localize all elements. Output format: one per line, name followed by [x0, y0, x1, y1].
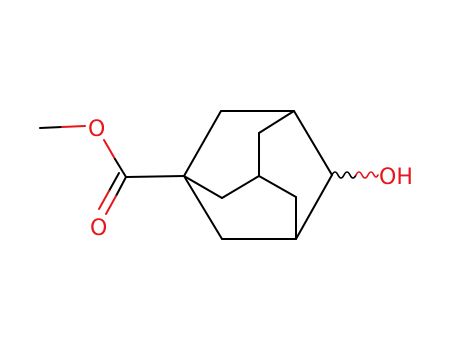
wavy-bond-black: [331, 171, 357, 179]
bond-methyl-o-red: [61, 125, 86, 128]
cage-bond: [293, 110, 333, 176]
bond-o-carbonyl-red: [103, 139, 116, 160]
ester-oxygen-label: O: [88, 117, 105, 142]
bond-o-carbonyl: [114, 158, 127, 178]
bond-carbonyl-double-2b: [98, 190, 110, 210]
cage-bond: [183, 175, 223, 199]
cage-bond: [258, 110, 295, 134]
carbonyl-oxygen-label: O: [90, 216, 107, 241]
cage-bond: [221, 175, 260, 199]
cage-bond: [258, 175, 297, 198]
bond-carbonyl-ring: [125, 175, 185, 178]
bond-methyl-o: [39, 126, 63, 129]
wavy-bond-red: [355, 171, 379, 179]
hydroxyl-group: OH: [331, 165, 413, 190]
bond-carbonyl-double-1a: [115, 176, 127, 197]
methyl-ester-group: O O: [39, 117, 185, 241]
bond-carbonyl-double-1b: [105, 195, 117, 215]
cage-bond: [183, 110, 222, 177]
bond-carbonyl-double-2a: [108, 172, 120, 192]
adamantane-cage: [183, 110, 333, 240]
cage-bond: [183, 175, 223, 240]
cage-bond: [295, 174, 333, 240]
hydroxyl-label: OH: [379, 165, 413, 190]
